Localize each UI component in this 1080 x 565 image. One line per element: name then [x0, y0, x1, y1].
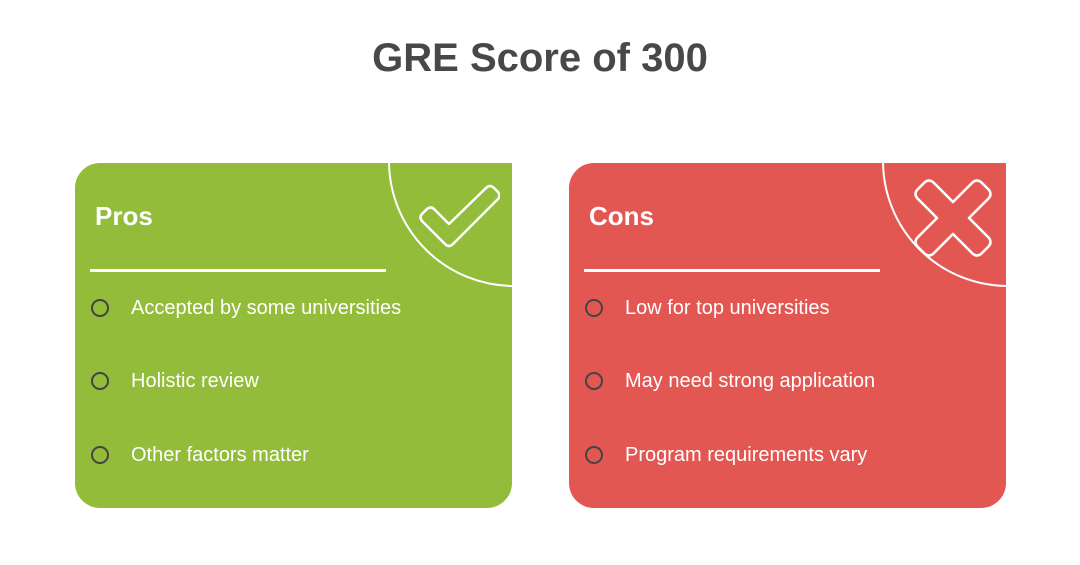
cons-list-item: Program requirements vary	[585, 443, 867, 467]
x-icon	[914, 179, 992, 257]
pros-divider	[90, 269, 386, 272]
page-title: GRE Score of 300	[372, 36, 708, 80]
cons-card: Cons Low for top universities May need s…	[569, 163, 1006, 508]
cons-heading: Cons	[589, 201, 654, 231]
bullet-circle-icon	[91, 299, 109, 317]
cons-list-item: Low for top universities	[585, 296, 830, 320]
pros-item-text: Holistic review	[131, 369, 259, 392]
bullet-circle-icon	[585, 446, 603, 464]
bullet-circle-icon	[91, 372, 109, 390]
pros-list-item: Holistic review	[91, 369, 259, 393]
cons-list-item: May need strong application	[585, 369, 875, 393]
pros-list-item: Accepted by some universities	[91, 296, 401, 320]
pros-card: Pros Accepted by some universities Holis…	[75, 163, 512, 508]
cons-item-text: Program requirements vary	[625, 443, 868, 466]
bullet-circle-icon	[585, 372, 603, 390]
cons-item-text: Low for top universities	[625, 296, 830, 319]
cons-item-text: May need strong application	[625, 369, 876, 392]
bullet-circle-icon	[585, 299, 603, 317]
cons-divider	[584, 269, 880, 272]
pros-item-text: Other factors matter	[131, 443, 309, 466]
bullet-circle-icon	[91, 446, 109, 464]
check-icon	[419, 184, 500, 248]
pros-heading: Pros	[95, 201, 153, 231]
pros-item-text: Accepted by some universities	[131, 296, 402, 319]
pros-list-item: Other factors matter	[91, 443, 309, 467]
